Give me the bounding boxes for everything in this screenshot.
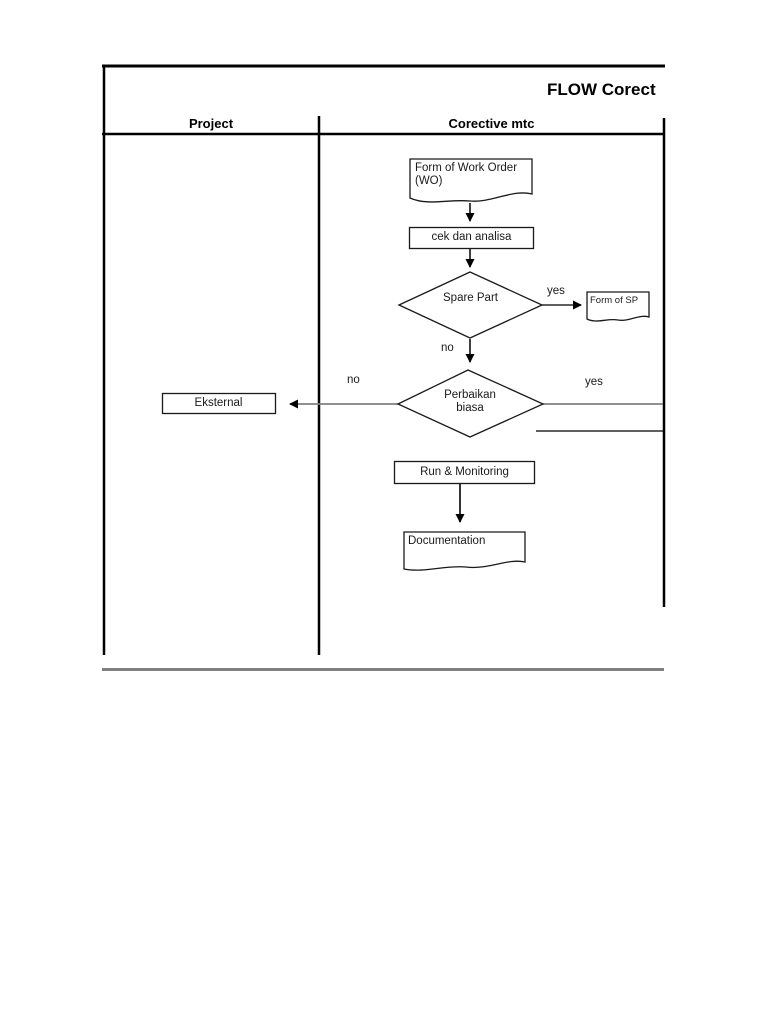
connectors [289, 203, 663, 523]
perbaikan-no-label: no [347, 374, 360, 386]
spare-part-shape [397, 271, 544, 339]
run-monitoring-label: Run & Monitoring [420, 466, 509, 478]
page-title: FLOW Corect [547, 80, 656, 99]
form-of-sp-label: Form of SP [590, 295, 639, 306]
cek-shape [408, 226, 535, 250]
column-header-corrective-mtc: Corective mtc [448, 116, 535, 131]
perbaikan-biasa-label: Perbaikan biasa [444, 389, 496, 414]
spare-part-label: Spare Part [443, 292, 498, 304]
bottom-rule [102, 668, 664, 671]
perbaikan-shape [396, 369, 545, 438]
column-header-project: Project [188, 116, 234, 131]
eksternal-shape [161, 392, 277, 415]
run-monitoring-shape [393, 460, 536, 485]
form-of-sp-shape [586, 291, 650, 322]
node-shapes [161, 158, 650, 571]
documentation-shape [403, 531, 526, 571]
spare-part-no-label: no [441, 342, 454, 354]
work-order-label: Form of Work Order (WO) [415, 162, 518, 187]
documentation-label: Documentation [408, 535, 486, 547]
table-frame [102, 64, 666, 655]
eksternal-label: Eksternal [194, 397, 243, 409]
perbaikan-yes-label: yes [585, 376, 603, 388]
work-order-shape [409, 158, 533, 203]
cek-dan-analisa-label: cek dan analisa [431, 231, 512, 243]
spare-part-yes-label: yes [547, 285, 565, 297]
